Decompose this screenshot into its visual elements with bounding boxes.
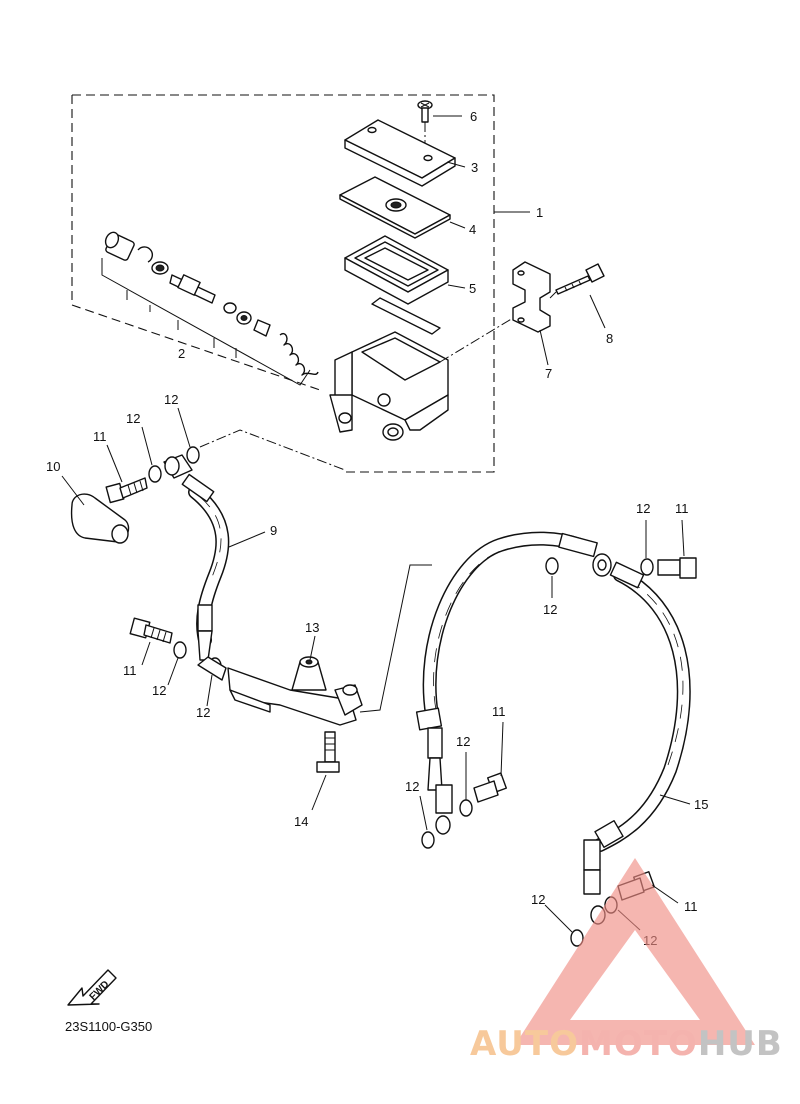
part-11-banjo-bolt-upper xyxy=(105,477,148,504)
watermark-moto: MOTO xyxy=(579,1024,698,1064)
callout-1: 1 xyxy=(536,205,543,220)
callout-7: 7 xyxy=(545,366,552,381)
callout-8: 8 xyxy=(606,331,613,346)
callout-9: 9 xyxy=(270,523,277,538)
part-2-piston-kit xyxy=(101,231,319,386)
part-3-reservoir-cap xyxy=(344,119,456,187)
callout-11: 11 xyxy=(684,899,698,914)
callout-11: 11 xyxy=(675,501,689,516)
callout-13: 13 xyxy=(305,620,319,635)
part-12-washer xyxy=(459,799,473,817)
callout-12: 12 xyxy=(126,411,140,426)
part-12-washer xyxy=(186,446,200,464)
watermark-text: AUTOMOTOHUB xyxy=(470,1024,783,1064)
callout-12: 12 xyxy=(531,892,545,907)
callout-15: 15 xyxy=(694,797,708,812)
callout-5: 5 xyxy=(469,281,476,296)
watermark-hub: HUB xyxy=(698,1024,783,1064)
part-6-screw xyxy=(417,100,433,160)
part-12-washer xyxy=(148,465,162,483)
part-12-washer xyxy=(640,558,654,576)
part-14-bolt xyxy=(316,731,340,773)
callout-3: 3 xyxy=(471,160,478,175)
callout-11: 11 xyxy=(492,704,506,719)
part-12-washer xyxy=(570,929,584,947)
callout-10: 10 xyxy=(46,459,60,474)
part-13-joint xyxy=(197,656,363,726)
callout-12: 12 xyxy=(636,501,650,516)
part-4-diaphragm-plate xyxy=(339,176,451,239)
callout-12: 12 xyxy=(164,392,178,407)
part-11-banjo-bolt-left xyxy=(129,617,173,644)
part-11-banjo-bolt-center xyxy=(473,772,508,803)
leader-lines xyxy=(61,115,691,933)
callout-2: 2 xyxy=(178,346,185,361)
part-8-bolt xyxy=(555,263,605,295)
part-12-washer xyxy=(545,557,559,575)
callout-labels: 6 3 1 4 5 8 7 2 12 12 11 10 9 12 11 12 1… xyxy=(46,109,708,948)
callout-12: 12 xyxy=(196,705,210,720)
assembly-boundary xyxy=(71,94,495,473)
callout-4: 4 xyxy=(469,222,476,237)
part-12-washer xyxy=(421,831,435,849)
part-11-banjo-bolt-right-upper xyxy=(657,557,697,579)
fwd-arrow-icon: FWD xyxy=(67,969,117,1006)
callout-11: 11 xyxy=(93,429,107,444)
callout-14: 14 xyxy=(294,814,308,829)
callout-12: 12 xyxy=(543,602,557,617)
part-9-upper-hose xyxy=(163,454,230,661)
alignment-line-holder-bolt xyxy=(549,291,557,299)
watermark: AUTOMOTOHUB xyxy=(470,858,783,1064)
leader-hose-joint xyxy=(359,564,432,713)
part-12-washer xyxy=(173,641,187,659)
part-10-banjo-cover xyxy=(70,493,130,544)
alignment-line-holder xyxy=(439,317,514,363)
watermark-auto: AUTO xyxy=(470,1024,579,1064)
drawing-code: 23S1100-G350 xyxy=(65,1019,152,1034)
callout-12: 12 xyxy=(152,683,166,698)
alignment-line-banjo xyxy=(199,429,346,471)
callout-6: 6 xyxy=(470,109,477,124)
part-15-hoses xyxy=(415,531,691,925)
part-5-diaphragm xyxy=(344,235,449,335)
master-cylinder-body xyxy=(329,331,449,441)
watermark-triangle-icon xyxy=(515,858,755,1045)
part-7-holder xyxy=(512,261,551,333)
callout-11: 11 xyxy=(123,663,137,678)
callout-12: 12 xyxy=(405,779,419,794)
callout-12: 12 xyxy=(456,734,470,749)
